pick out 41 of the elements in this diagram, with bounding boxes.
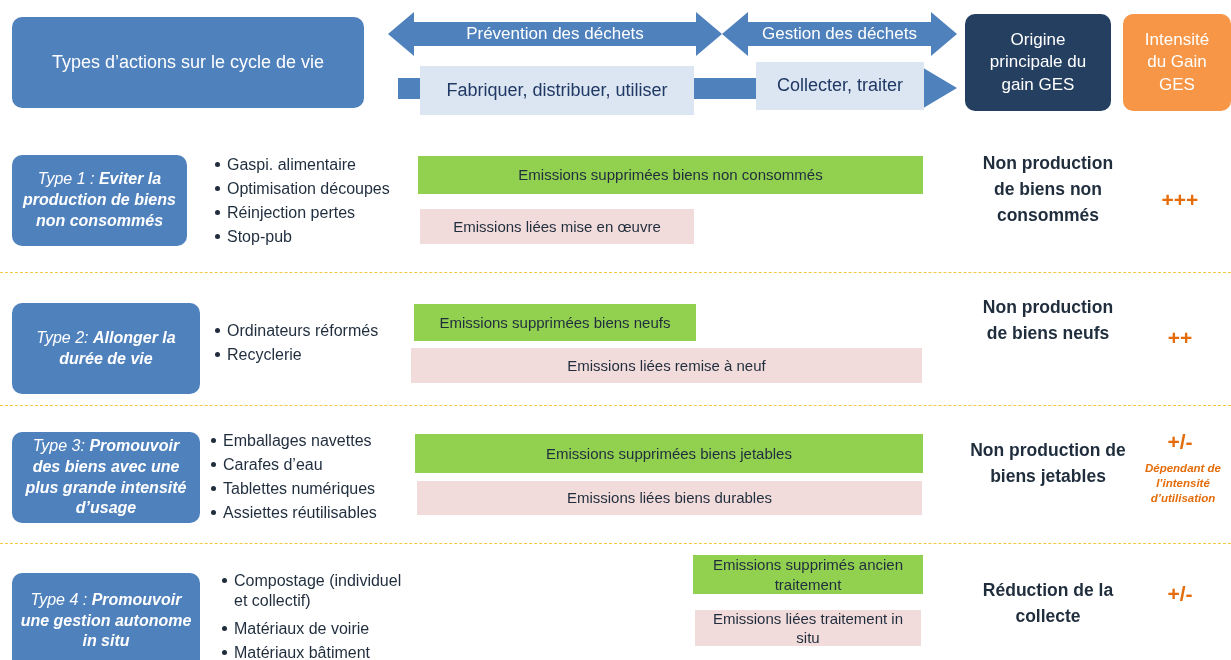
induced-emissions-bar: Emissions liées remise à neuf: [411, 348, 922, 383]
induced-emissions-bar: Emissions liées traitement in situ: [695, 610, 921, 646]
bullet-item: Matériaux de voirie: [234, 619, 371, 639]
avoided-emissions-bar: Emissions supprimées biens neufs: [414, 304, 696, 341]
bullet-item: Ordinateurs réformés: [227, 321, 380, 341]
bullet-item: Réinjection pertes: [227, 203, 357, 223]
bullet-item: Emballages navettes: [223, 431, 373, 451]
stage-box: Fabriquer, distribuer, utiliser: [420, 66, 694, 115]
gain-intensity-mark: +++: [1160, 188, 1200, 212]
avoided-emissions-bar: Emissions supprimés ancien traitement: [693, 555, 923, 594]
action-type-box: Type 2: Allonger la durée de vie: [12, 303, 200, 394]
bullet-item: Matériaux bâtiment: [234, 643, 372, 660]
bullet-item: Optimisation découpes: [227, 179, 391, 199]
bullet-item: Tablettes numériques: [223, 479, 377, 499]
avoided-emissions-bar: Emissions supprimées biens jetables: [415, 434, 923, 473]
action-type-box: Type 3: Promouvoir des biens avec une plus grande intensité d’usage: [12, 432, 200, 523]
bullet-item: Carafes d’eau: [223, 455, 324, 475]
gain-origin-text: Réduction de la collecte: [981, 579, 1115, 628]
bullet-item: Assiettes réutilisables: [223, 503, 378, 523]
bullet-item: Compostage (individuel et collectif): [234, 571, 403, 611]
gain-origin-text: Non production de biens jetables: [969, 439, 1127, 488]
action-type-box: Type 1 : Eviter la production de biens non consommés: [12, 155, 187, 246]
bullet-item: Stop-pub: [227, 227, 293, 247]
induced-emissions-bar: Emissions liées biens durables: [417, 481, 922, 515]
header-box: Types d’actions sur le cycle de vie: [12, 17, 364, 108]
column-header-box: Intensité du Gain GES: [1123, 14, 1231, 111]
double-arrow-band: Gestion des déchets: [722, 12, 957, 56]
column-header-box: Origine principale du gain GES: [965, 14, 1111, 111]
bullet-item: Gaspi. alimentaire: [227, 155, 357, 175]
stage-box: Collecter, traiter: [756, 62, 924, 110]
gain-intensity-mark: +/-: [1166, 582, 1194, 606]
gain-intensity-mark: +/-: [1166, 430, 1194, 454]
note-text: Dépendant de l’intensité d’utilisation: [1143, 461, 1222, 506]
induced-emissions-bar: Emissions liées mise en œuvre: [420, 209, 694, 244]
avoided-emissions-bar: Emissions supprimées biens non consommés: [418, 156, 923, 194]
gain-intensity-mark: ++: [1166, 326, 1194, 350]
gain-origin-text: Non production de biens neufs: [981, 296, 1115, 345]
double-arrow-band: Prévention des déchets: [388, 12, 722, 56]
action-type-box: Type 4 : Promouvoir une gestion autonome in situ: [12, 573, 200, 660]
bullet-item: Recyclerie: [227, 345, 303, 365]
gain-origin-text: Non production de biens non consommés: [981, 152, 1115, 227]
